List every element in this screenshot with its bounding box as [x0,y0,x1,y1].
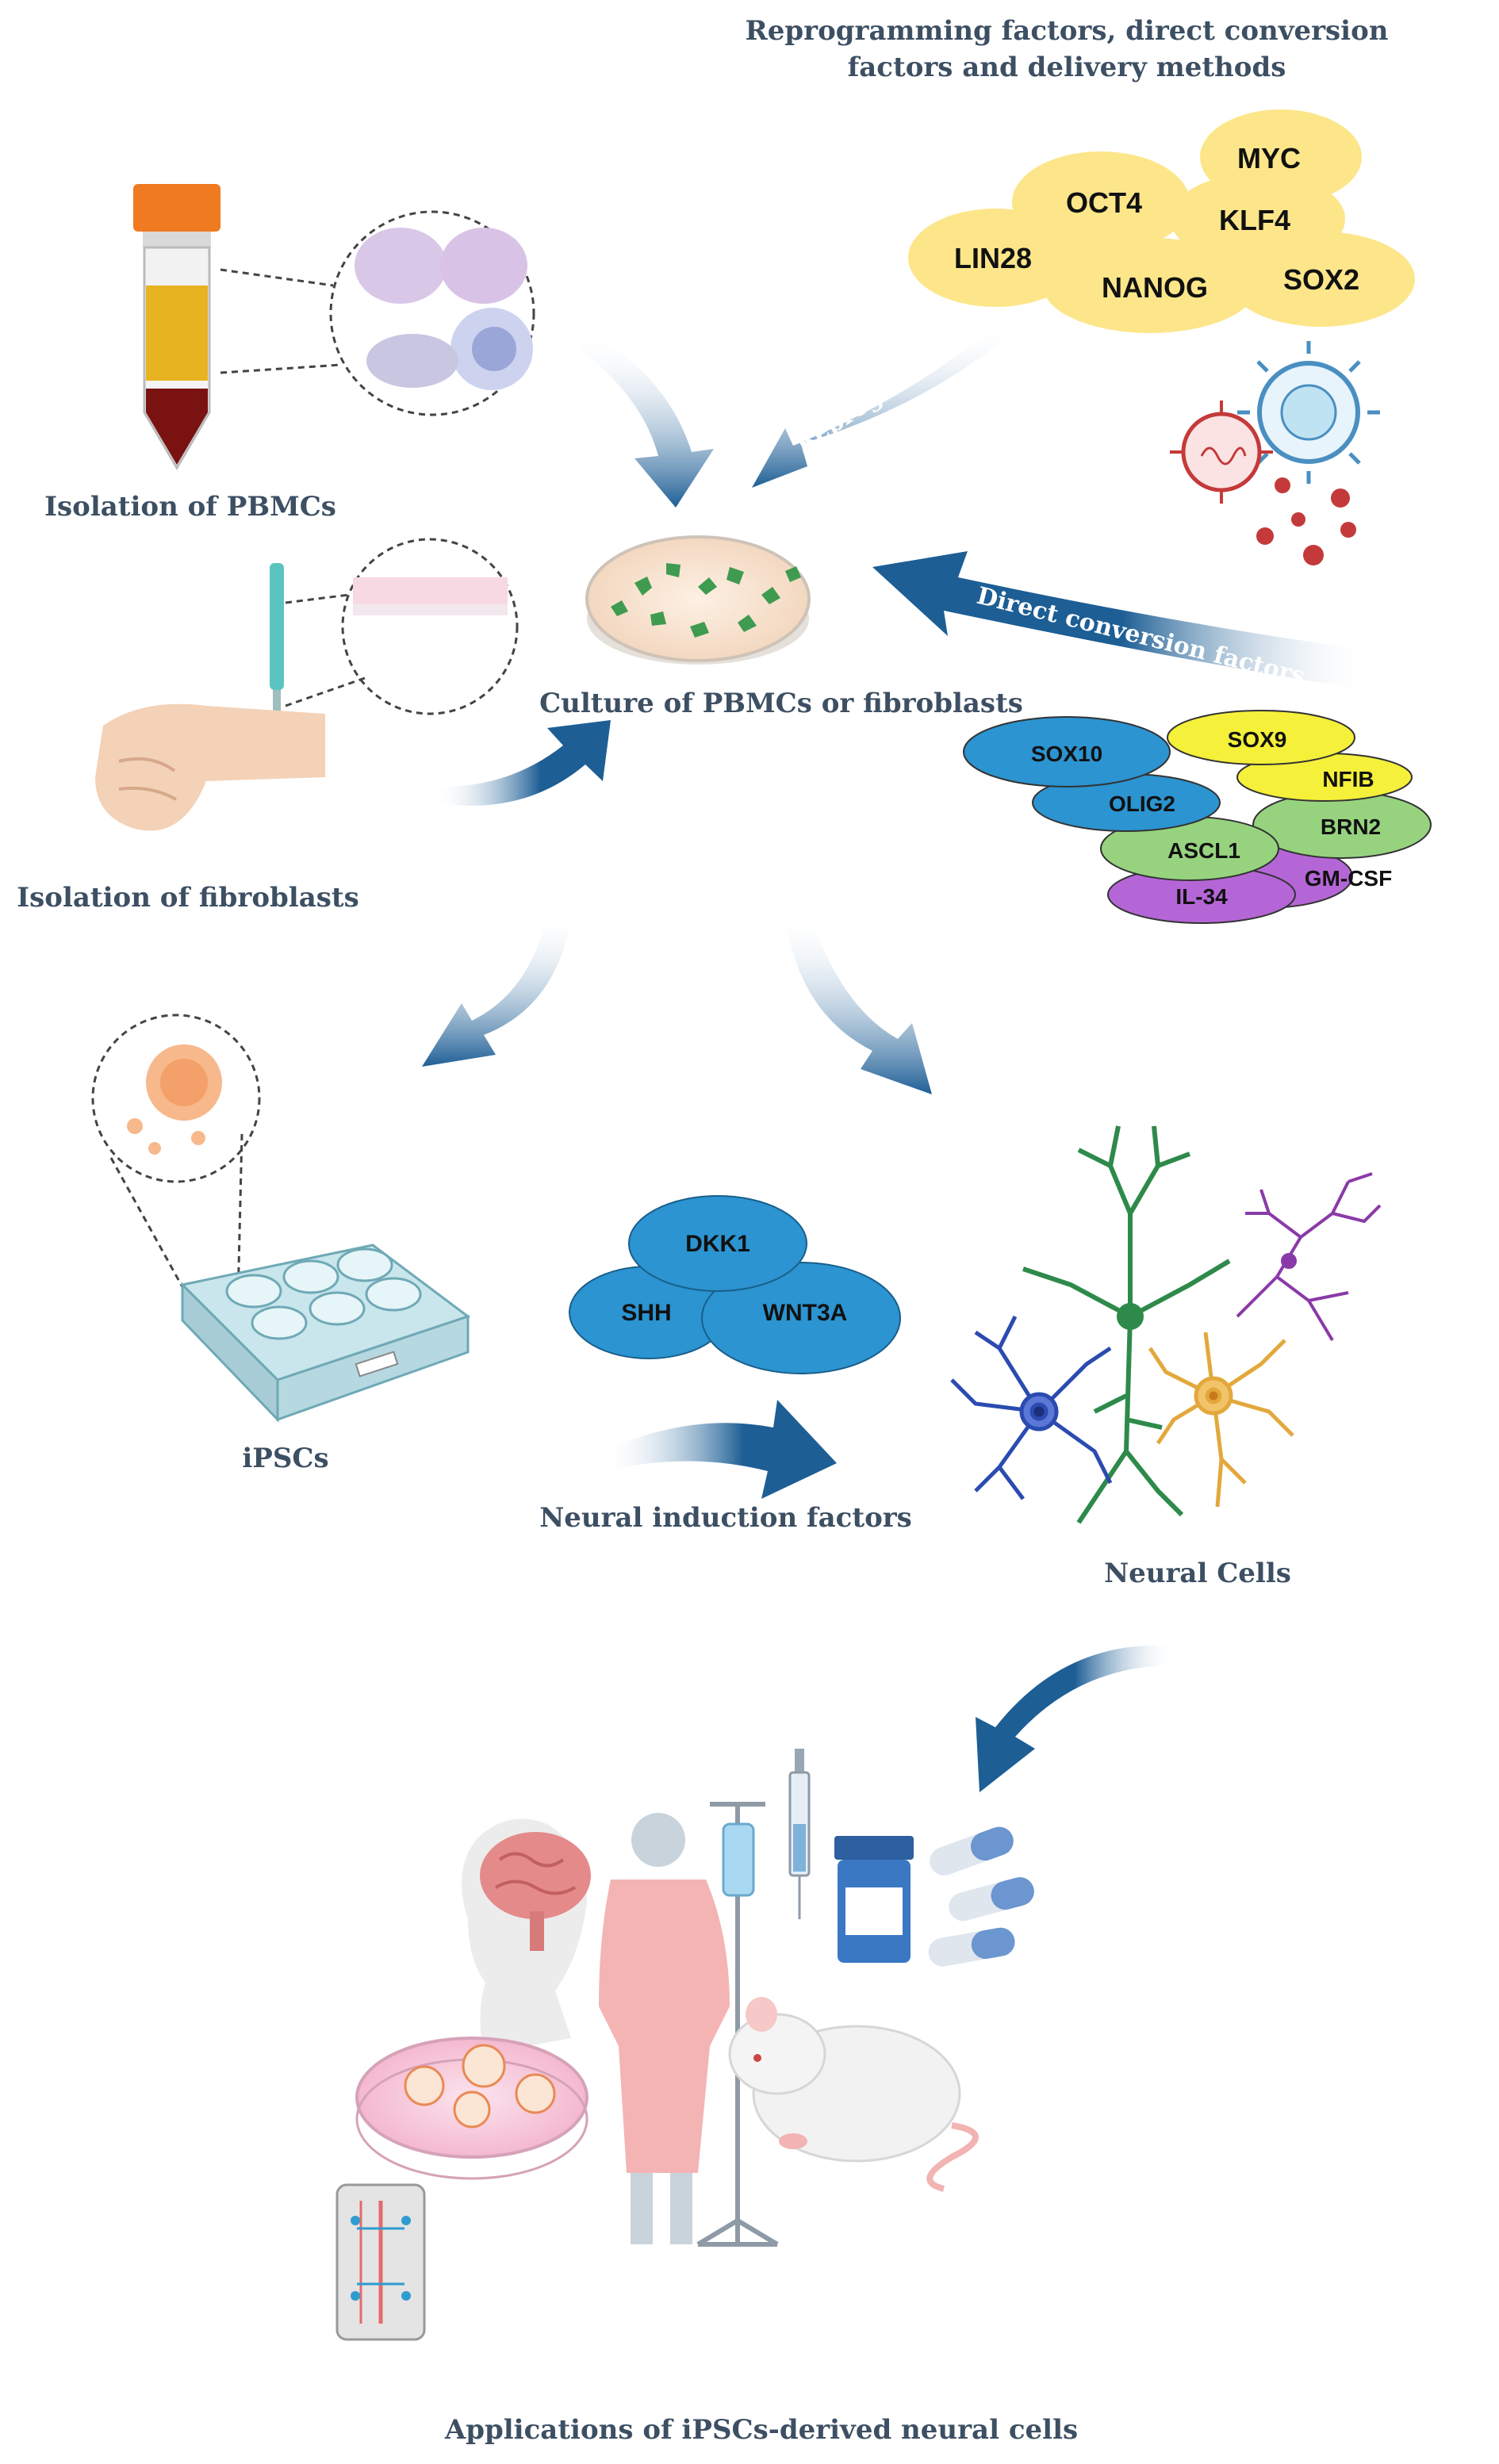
microfluidic-chip-icon [335,2183,426,2341]
arrow-pbmc-to-culture [579,333,714,508]
head-brain-icon [462,1818,591,2054]
ipsc-colony-zoom [91,1014,261,1309]
factor-shh: SHH [621,1300,671,1326]
capsules-icon [928,1826,1034,1967]
rat-icon [728,1997,979,2192]
virus-large-icon [1237,341,1380,484]
caption-fibro: Isolation of fibroblasts [17,882,358,914]
caption-applications: Applications of iPSCs-derived neural cel… [444,2414,1078,2446]
arm-icon [95,703,325,831]
conversion-factors-cluster: SOX10 SOX9 NFIB OLIG2 BRN2 ASCL1 GM-CSF … [963,710,1432,924]
arrow-ipscs-to-neural [603,1400,837,1499]
patient-icon [599,1813,730,2244]
factor-gm-csf: GM-CSF [1305,866,1392,891]
title-line-2: factors and delivery methods [848,52,1286,83]
factor-nfib: NFIB [1322,767,1374,791]
pbmc-zoom-circle [220,210,535,416]
factor-wnt3a: WNT3A [763,1300,848,1326]
well-plate-icon [179,1243,471,1423]
virus-particle-icon [1256,527,1274,545]
blood-tube-icon [133,184,220,470]
factor-ascl1: ASCL1 [1167,838,1240,863]
virus-particle-icon [1291,512,1305,527]
arrow-culture-to-ipscs [422,912,571,1067]
virus-icons [1170,341,1380,565]
syringe-icon [788,1749,811,1919]
skin-zoom-circle [285,538,519,715]
arrow-direct-conversion [872,551,1372,690]
culture-dish-icon [585,535,811,665]
reprogramming-factors-cloud: MYC OCT4 KLF4 LIN28 NANOG SOX2 [908,109,1415,333]
neuron-green-icon [1022,1125,1231,1524]
factor-sox9: SOX9 [1228,727,1287,752]
factor-dkk1: DKK1 [685,1231,750,1257]
factor-klf4: KLF4 [1219,204,1290,236]
caption-neural-cells: Neural Cells [1104,1558,1291,1589]
factor-sox2: SOX2 [1283,263,1359,296]
neuron-orange-icon [1148,1332,1294,1508]
neuron-blue-icon [950,1315,1113,1500]
virus-red-icon [1170,400,1273,504]
caption-ipscs: iPSCs [242,1443,328,1474]
factor-myc: MYC [1237,142,1301,174]
arrow-reprogramming [752,325,1011,488]
biopsy-punch-icon [270,563,284,722]
organoid-dish-icon [355,2037,588,2180]
arrow-culture-to-neural [785,912,932,1094]
caption-culture: Culture of PBMCs or fibroblasts [539,688,1023,719]
arrow-fibro-to-culture [435,720,611,806]
microglia-icon [1236,1172,1382,1342]
factor-lin28: LIN28 [954,242,1032,274]
factor-oct4: OCT4 [1066,186,1142,219]
virus-particle-icon [1303,545,1324,565]
label-reprogramming: Reprogramming [791,317,988,459]
title-line-1: Reprogramming factors, direct conversion [746,15,1389,47]
caption-neural-induction: Neural induction factors [539,1502,912,1534]
arrow-neural-to-applications [976,1645,1174,1792]
virus-particle-icon [1275,477,1290,493]
medicine-bottle-icon [834,1836,914,1963]
factor-olig2: OLIG2 [1109,791,1175,816]
factor-il-34: IL-34 [1175,884,1228,909]
virus-particle-icon [1331,489,1350,508]
caption-pbmc: Isolation of PBMCs [44,491,336,523]
factor-brn2: BRN2 [1321,814,1381,839]
factor-sox10: SOX10 [1031,741,1102,766]
factor-nanog: NANOG [1102,271,1208,304]
iv-stand-icon [696,1802,779,2247]
virus-particle-icon [1340,522,1356,538]
induction-factors-cluster: DKK1 SHH WNT3A [569,1195,901,1374]
